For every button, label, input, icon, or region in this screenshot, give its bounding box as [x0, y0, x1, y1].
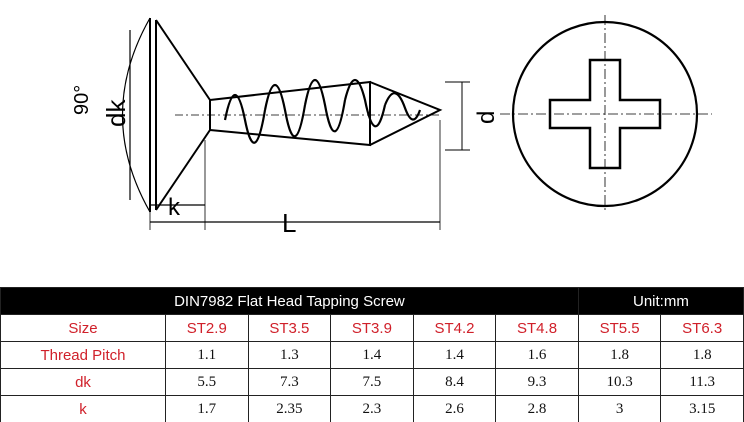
size-cell: ST4.8 — [495, 314, 579, 342]
size-cell: ST4.2 — [412, 314, 497, 342]
spec-table: DIN7982 Flat Head Tapping Screw Unit:mm … — [0, 287, 744, 422]
table-cell: 7.5 — [330, 368, 414, 396]
row-label: Size — [0, 314, 166, 342]
row-label: k — [0, 395, 166, 422]
table-cell: 1.3 — [247, 341, 332, 369]
table-cell: 1.1 — [165, 341, 249, 369]
table-cell: 11.3 — [660, 368, 744, 396]
size-cell: ST2.9 — [165, 314, 249, 342]
size-cell: ST6.3 — [660, 314, 744, 342]
table-cell: 1.4 — [412, 341, 497, 369]
size-cell: ST3.5 — [247, 314, 332, 342]
table-cell: 2.6 — [412, 395, 497, 422]
table-cell: 9.3 — [495, 368, 579, 396]
screw-technical-drawing: 90° dk k L d — [71, 15, 712, 238]
L-label: L — [282, 208, 296, 238]
screw-side-view — [122, 17, 470, 230]
table-title: DIN7982 Flat Head Tapping Screw — [0, 287, 579, 315]
dk-label: dk — [101, 99, 131, 127]
table-header-row: Size ST2.9 ST3.5 ST3.9 ST4.2 ST4.8 ST5.5… — [0, 314, 744, 342]
table-row: Thread Pitch 1.1 1.3 1.4 1.4 1.6 1.8 1.8 — [0, 341, 744, 369]
angle-label: 90° — [71, 85, 93, 115]
angle-arc — [122, 17, 151, 213]
k-label: k — [168, 194, 181, 221]
table-cell: 1.8 — [577, 341, 662, 369]
table-cell: 2.35 — [247, 395, 332, 422]
d-label: d — [473, 111, 500, 124]
screw-threads — [223, 78, 422, 144]
table-cell: 10.3 — [577, 368, 662, 396]
table-cell: 7.3 — [247, 368, 332, 396]
table-row: k 1.7 2.35 2.3 2.6 2.8 3 3.15 — [0, 395, 744, 422]
row-label: Thread Pitch — [0, 341, 166, 369]
table-cell: 1.4 — [330, 341, 414, 369]
table-cell: 2.8 — [495, 395, 579, 422]
size-cell: ST3.9 — [330, 314, 414, 342]
table-cell: 8.4 — [412, 368, 497, 396]
table-cell: 1.8 — [660, 341, 744, 369]
table-row: dk 5.5 7.3 7.5 8.4 9.3 10.3 11.3 — [0, 368, 744, 396]
table-cell: 1.7 — [165, 395, 249, 422]
table-cell: 3.15 — [660, 395, 744, 422]
size-cell: ST5.5 — [577, 314, 662, 342]
unit-label: Unit:mm — [577, 287, 744, 315]
row-label: dk — [0, 368, 166, 396]
table-cell: 3 — [577, 395, 662, 422]
table-cell: 1.6 — [495, 341, 579, 369]
screw-tip — [369, 81, 443, 146]
table-cell: 2.3 — [330, 395, 414, 422]
table-cell: 5.5 — [165, 368, 249, 396]
phillips-cross-icon — [548, 58, 662, 170]
screw-head-view — [500, 15, 712, 212]
table-title-row: DIN7982 Flat Head Tapping Screw Unit:mm — [0, 287, 744, 315]
